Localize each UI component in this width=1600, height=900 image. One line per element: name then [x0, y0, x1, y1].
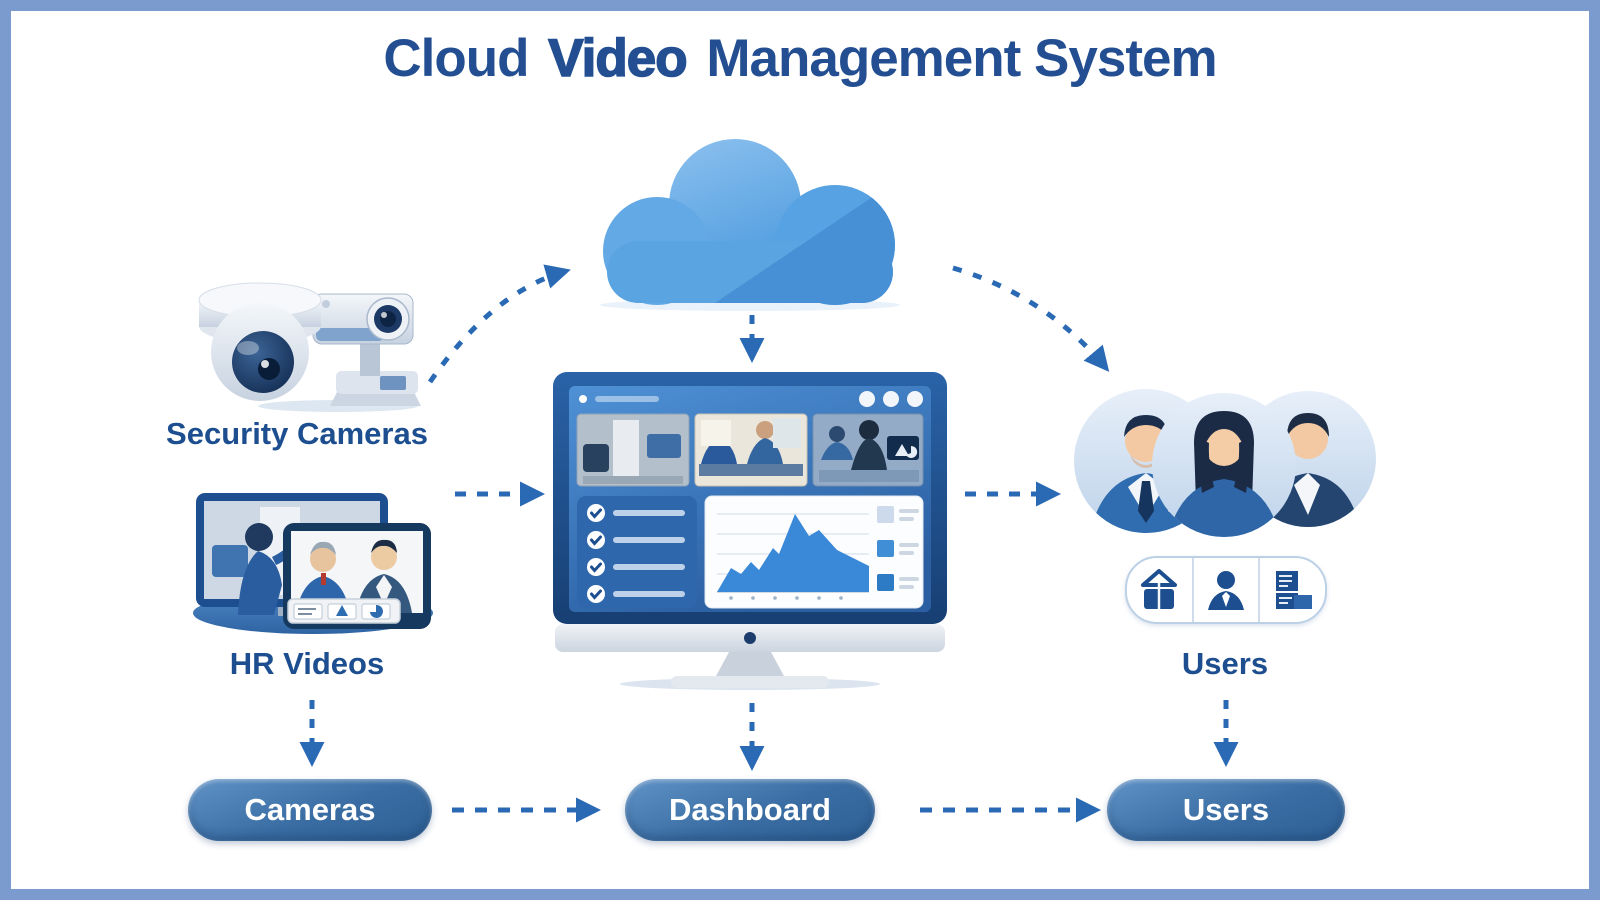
cloud-icon	[600, 139, 900, 311]
title-word-cloud: Cloud	[383, 29, 529, 88]
users-feature-bar	[1125, 556, 1327, 624]
video-feed-thumbnail-2	[694, 413, 808, 487]
feature-cell	[1191, 558, 1259, 622]
analytics-chart-panel	[704, 495, 924, 609]
checklist-row	[587, 531, 685, 549]
title-word-video: Video	[547, 28, 688, 89]
user-avatars-icon	[1074, 389, 1376, 537]
arrow-cameras-to-cloud	[427, 264, 571, 384]
video-feed-thumbnail-1	[576, 413, 690, 487]
video-feed-thumbnail-3	[812, 413, 924, 487]
feature-cell	[1258, 558, 1325, 622]
avatar-woman	[1152, 393, 1296, 537]
documents-icon	[1275, 571, 1312, 609]
secure-storage-icon	[1141, 569, 1178, 609]
checklist-row	[587, 504, 685, 522]
arrow-cloud-to-users	[952, 265, 1110, 372]
title-word-rest: Management System	[706, 29, 1217, 88]
chart-legend	[877, 506, 919, 591]
label-hr-videos: HR Videos	[229, 646, 385, 681]
feature-cell	[1127, 558, 1192, 622]
checklist-panel	[577, 496, 697, 608]
page-title: Cloud Video Management System	[0, 28, 1600, 89]
label-security-cameras: Security Cameras	[166, 416, 428, 451]
users-pill: Users	[1107, 779, 1345, 841]
checklist-row	[587, 558, 685, 576]
label-users: Users	[1181, 646, 1269, 681]
area-chart-shape	[717, 514, 869, 592]
cameras-pill: Cameras	[188, 779, 432, 841]
user-profile-icon	[1208, 571, 1244, 610]
security-cameras-icon	[198, 282, 421, 412]
dashboard-pill: Dashboard	[625, 779, 875, 841]
dashboard-monitor-icon	[553, 372, 947, 690]
hr-videos-icon	[193, 493, 433, 634]
checklist-row	[587, 585, 685, 603]
